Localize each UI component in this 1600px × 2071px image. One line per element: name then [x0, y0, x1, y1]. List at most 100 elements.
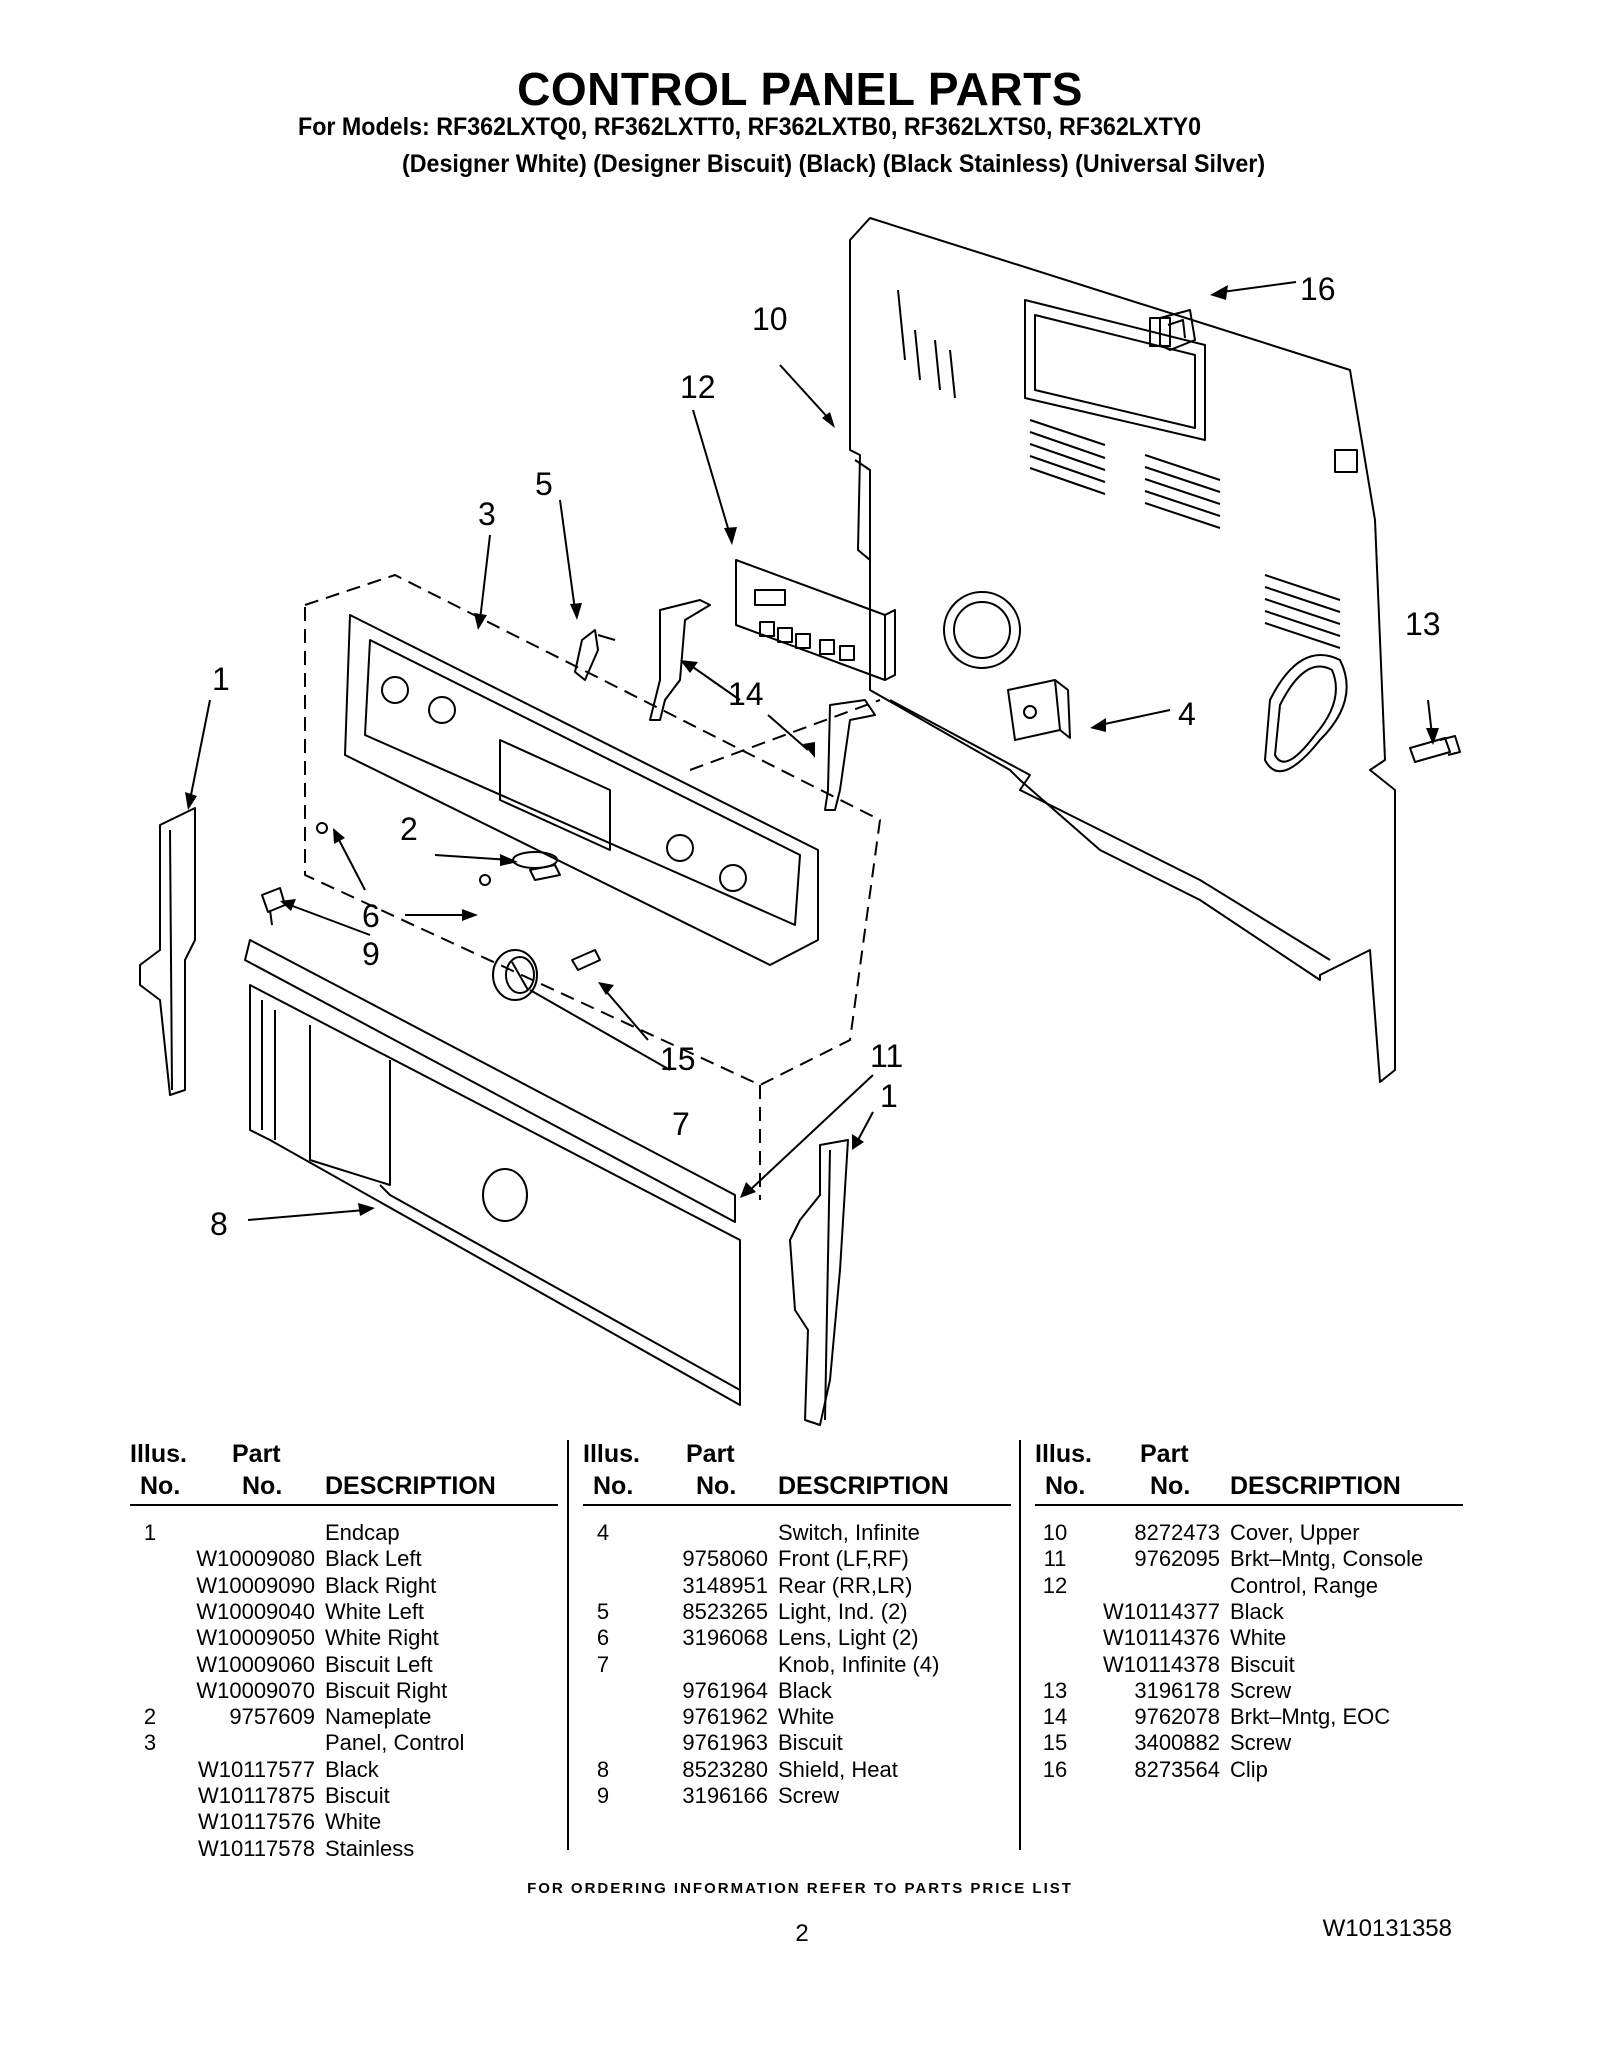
part-description: Light, Ind. (2) [778, 1598, 908, 1624]
part-number: 3196166 [682, 1783, 768, 1808]
header-no: No. [1045, 1472, 1086, 1500]
part-description: White Right [325, 1625, 439, 1651]
part-description: Switch, Infinite [778, 1520, 920, 1545]
color-list: (Designer White) (Designer Biscuit) (Bla… [402, 150, 1266, 178]
illus-number: 11 [1043, 1546, 1067, 1572]
part-description: Endcap [325, 1520, 400, 1545]
eoc-bracket-part [649, 599, 711, 721]
part-number: W10117577 [197, 1756, 315, 1782]
callout-label: 1 [880, 1078, 898, 1114]
callout-label: 8 [210, 1206, 228, 1242]
assembly-outline [304, 574, 881, 1086]
callout-label: 7 [672, 1106, 690, 1142]
illus-number: 3 [143, 1730, 157, 1756]
header-part: Part [232, 1440, 281, 1468]
part-number: W10009050 [196, 1625, 315, 1651]
parts-row: 3148951 Rear (RR,LR) [583, 1573, 1011, 1599]
model-list: For Models: RF362LXTQ0, RF362LXTT0, RF36… [298, 113, 1202, 141]
range-control-part [735, 559, 896, 681]
parts-row: W10009050 White Right [130, 1625, 558, 1651]
part-description: Panel, Control [325, 1730, 465, 1756]
parts-row: W10117577 Black [130, 1757, 558, 1783]
part-number: 9758060 [682, 1546, 768, 1572]
header-rule [130, 1504, 558, 1506]
part-number: W10009090 [196, 1572, 315, 1598]
parts-row: 3 Panel, Control [130, 1730, 558, 1756]
part-description: White [325, 1809, 382, 1835]
header-part-no: No. [242, 1472, 283, 1500]
header-part: Part [1140, 1440, 1189, 1468]
part-description: Black [325, 1756, 379, 1782]
part-number: 9762095 [1134, 1546, 1220, 1572]
callout-label: 2 [400, 811, 418, 847]
header-no: No. [593, 1472, 634, 1500]
illus-number: 10 [1042, 1520, 1068, 1545]
part-description: Brkt–Mntg, Console [1230, 1546, 1424, 1572]
part-number: 3400882 [1134, 1730, 1220, 1756]
header-description: DESCRIPTION [778, 1472, 949, 1500]
illus-number: 14 [1042, 1704, 1068, 1730]
part-number: 3196068 [682, 1625, 768, 1651]
knob-part [492, 949, 538, 1001]
part-description: Stainless [325, 1835, 415, 1861]
part-number: 9762078 [1134, 1704, 1220, 1730]
part-number: 8273564 [1134, 1756, 1220, 1782]
callout-label: 3 [478, 496, 496, 532]
part-description: Screw [1230, 1730, 1292, 1756]
illus-number: 13 [1042, 1677, 1068, 1703]
parts-row: W10117576 White [130, 1809, 558, 1835]
callout-label: 11 [870, 1038, 903, 1074]
illus-number: 4 [596, 1520, 610, 1545]
part-description: Screw [1230, 1677, 1292, 1703]
part-description: Biscuit Right [325, 1677, 448, 1703]
header-rule [583, 1504, 1011, 1506]
illus-number: 15 [1042, 1730, 1068, 1756]
part-description: Clip [1230, 1756, 1268, 1782]
part-description: Screw [778, 1783, 840, 1808]
part-description: Front (LF,RF) [778, 1546, 909, 1572]
eoc-bracket-part-2 [824, 699, 876, 811]
endcap-right-part [789, 1139, 849, 1426]
header-no: No. [140, 1472, 181, 1500]
part-description: Black [778, 1677, 832, 1703]
part-description: Rear (RR,LR) [778, 1572, 913, 1598]
control-panel-part [344, 614, 819, 966]
illus-number: 7 [596, 1651, 610, 1677]
part-number: W10114377 [1102, 1598, 1220, 1624]
ordering-note: FOR ORDERING INFORMATION REFER TO PARTS … [527, 1880, 1073, 1897]
part-number: W10009060 [196, 1651, 315, 1677]
header-part: Part [686, 1440, 735, 1468]
part-description: Lens, Light (2) [778, 1625, 919, 1651]
column-divider [567, 1440, 569, 1850]
header-description: DESCRIPTION [1230, 1472, 1401, 1500]
part-number: W10117576 [197, 1809, 315, 1835]
callout-labels: 16 10 12 5 3 13 1 14 4 2 6 9 15 11 1 7 8 [210, 271, 1441, 1242]
illus-number: 5 [596, 1598, 610, 1624]
part-number: W10117875 [197, 1783, 315, 1808]
part-number: 9757609 [229, 1704, 315, 1730]
part-number: W10009080 [196, 1546, 315, 1572]
part-number: 3148951 [682, 1572, 768, 1598]
parts-row: 9758060 Front (LF,RF) [583, 1546, 1011, 1572]
part-description: Shield, Heat [778, 1756, 898, 1782]
header-description: DESCRIPTION [325, 1472, 496, 1500]
part-description: Knob, Infinite (4) [778, 1651, 940, 1677]
part-number: 9761962 [682, 1704, 768, 1730]
illus-number: 1 [143, 1520, 157, 1545]
column-divider [1019, 1440, 1021, 1850]
